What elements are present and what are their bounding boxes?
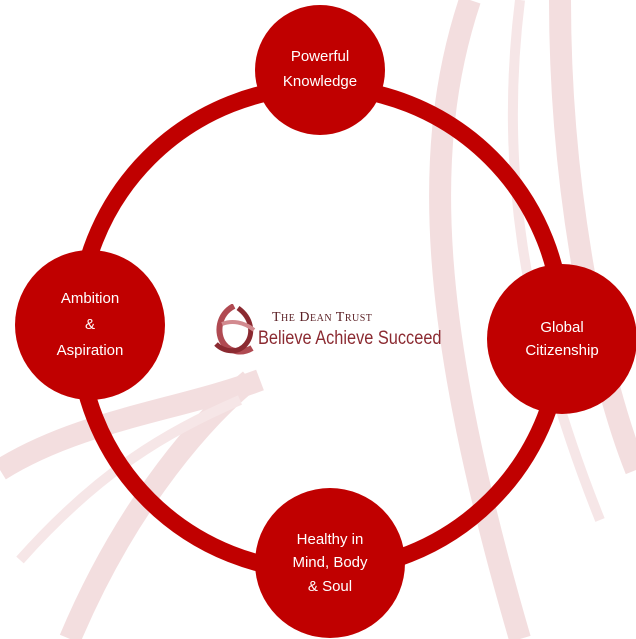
node-label: Global Citizenship — [525, 318, 599, 359]
logo-title: The Dean Trust — [272, 310, 373, 325]
node-label: Healthy in Mind, Body & Soul — [292, 531, 368, 595]
dean-trust-logo: The Dean Trust Believe Achieve Succeed — [212, 304, 492, 364]
node-global-citizenship: Global Citizenship — [487, 264, 636, 414]
node-ambition-aspiration: Ambition & Aspiration — [15, 250, 165, 400]
logo-tagline: Believe Achieve Succeed — [258, 328, 442, 349]
node-healthy-mind-body-soul: Healthy in Mind, Body & Soul — [255, 488, 405, 638]
node-label: Powerful Knowledge — [282, 48, 358, 90]
dean-trust-ribbon-icon — [214, 304, 256, 355]
node-label: Ambition & Aspiration — [56, 289, 124, 360]
node-powerful-knowledge: Powerful Knowledge — [255, 5, 385, 135]
